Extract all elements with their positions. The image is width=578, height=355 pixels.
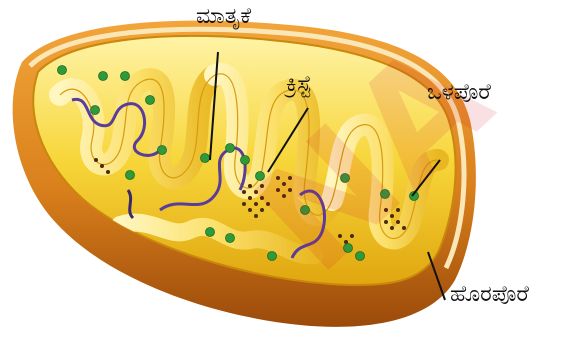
- label-outer-membrane: ಹೊರಪೊರೆ: [450, 282, 529, 307]
- label-cristae: ಕ್ರಿಸ್ಟೆ: [286, 72, 311, 97]
- label-matrix: ಮಾತೃಕೆ: [196, 4, 251, 29]
- label-inner-membrane: ಒಳಪೊರೆ: [427, 80, 491, 105]
